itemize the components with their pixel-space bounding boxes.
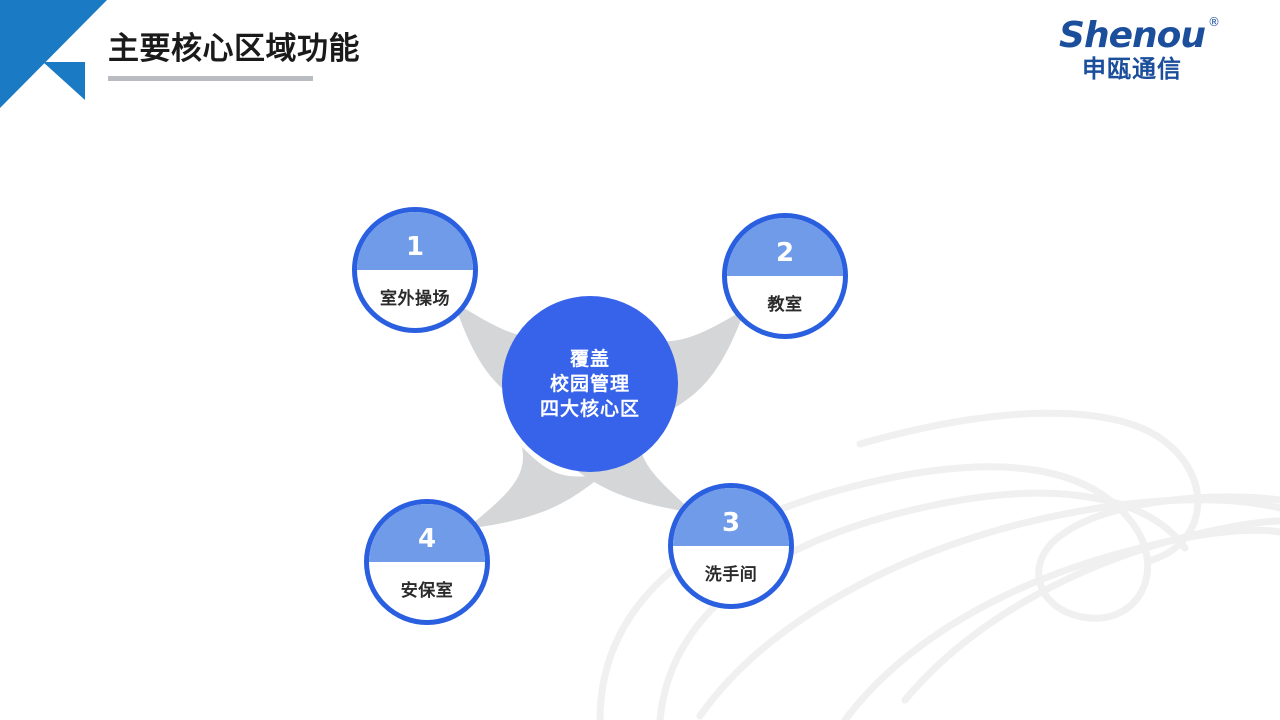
registered-trademark-icon: ® — [1207, 15, 1220, 29]
brand-logo: Shenou ® 申瓯通信 — [1042, 15, 1222, 83]
node-4-label: 安保室 — [400, 580, 454, 600]
center-hub-line-2: 校园管理 — [549, 373, 630, 395]
node-2-label: 教室 — [767, 294, 803, 314]
node-2-number: 2 — [775, 238, 795, 268]
center-hub-line-1: 覆盖 — [569, 348, 610, 370]
node-2-number-badge: 2 — [727, 218, 843, 276]
node-3-label: 洗手间 — [704, 564, 758, 584]
center-hub-line-3: 四大核心区 — [539, 398, 640, 420]
logo-wordmark-text: Shenou — [1059, 15, 1206, 56]
diagram-center-hub[interactable]: 覆盖 校园管理 四大核心区 — [502, 296, 678, 472]
node-3-number-badge: 3 — [673, 488, 789, 546]
diagram-node-1[interactable]: 1 室外操场 — [352, 207, 478, 333]
diagram-node-3[interactable]: 3 洗手间 — [668, 483, 794, 609]
diagram-node-2[interactable]: 2 教室 — [722, 213, 848, 339]
page-title: 主要核心区域功能 — [108, 31, 360, 66]
node-4-number-badge: 4 — [369, 504, 485, 562]
node-3-number: 3 — [721, 508, 741, 538]
logo-chinese-name: 申瓯通信 — [1082, 56, 1182, 83]
title-underline — [108, 76, 313, 81]
logo-wordmark: Shenou ® — [1059, 15, 1220, 56]
node-1-number: 1 — [405, 232, 425, 262]
page-header: 主要核心区域功能 — [108, 28, 808, 88]
node-4-number: 4 — [417, 524, 437, 554]
node-1-number-badge: 1 — [357, 212, 473, 270]
diagram-node-4[interactable]: 4 安保室 — [364, 499, 490, 625]
node-1-label: 室外操场 — [380, 288, 450, 308]
corner-accent-mark — [0, 0, 107, 108]
